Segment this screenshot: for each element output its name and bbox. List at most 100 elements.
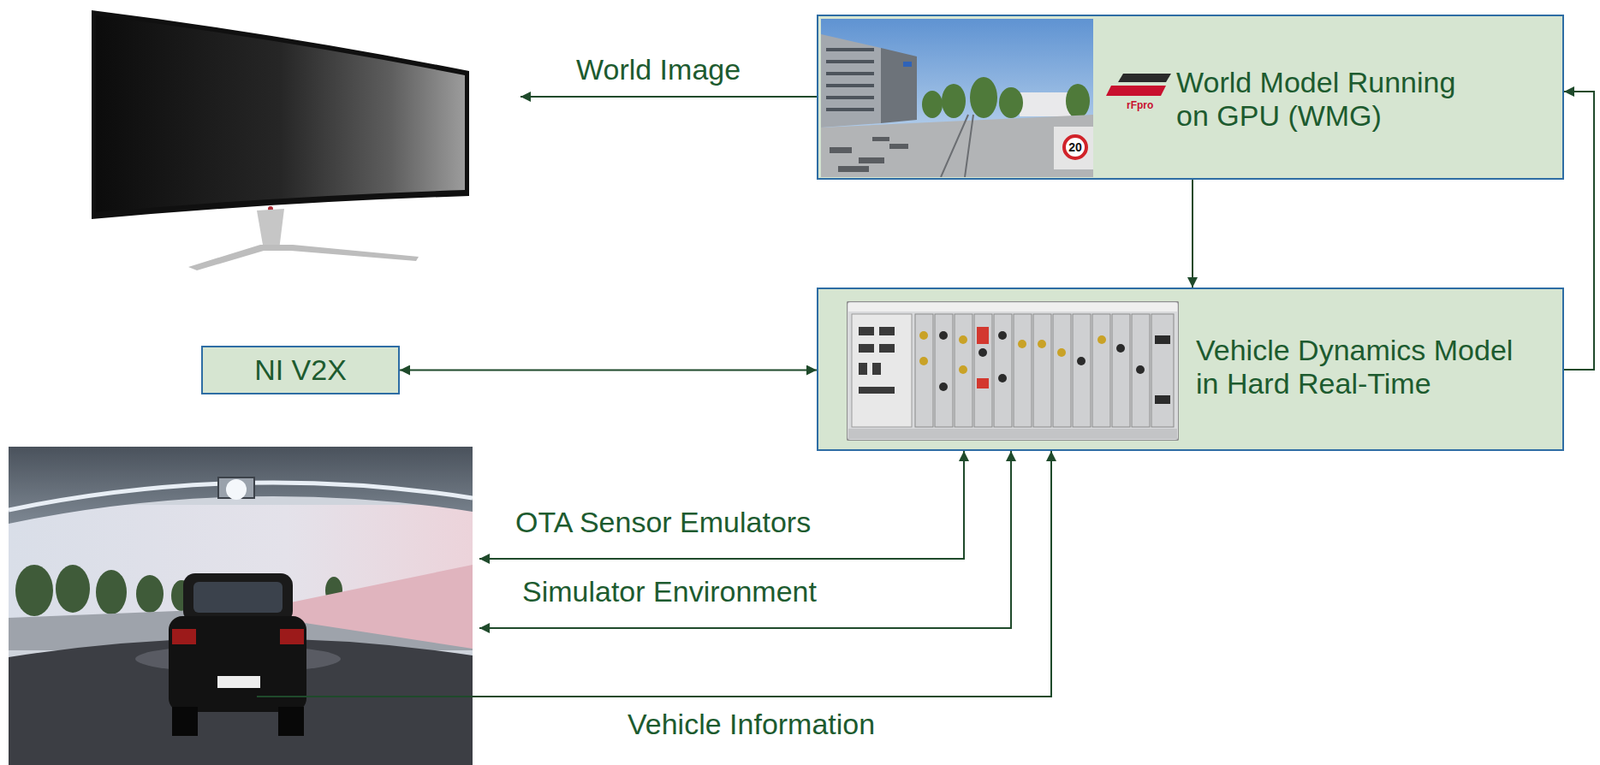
- world-screenshot-part: [1053, 126, 1094, 170]
- pxi-chassis-part: [851, 314, 912, 428]
- world-screenshot-part-part: [826, 95, 875, 100]
- rfpro-logo-part: [1106, 85, 1166, 96]
- node-text: Vehicle Dynamics Model in Hard Real-Time: [1195, 333, 1530, 401]
- simulator-photo-part: [8, 446, 473, 524]
- pxi-chassis-part: [848, 428, 1178, 440]
- pxi-chassis-part-part: [1013, 314, 1032, 428]
- pxi-chassis-part-part: [978, 348, 988, 357]
- pxi-chassis-part-part: [1037, 339, 1047, 349]
- pxi-chassis-part-part: [976, 378, 989, 389]
- connector-arrow: [1564, 91, 1595, 370]
- device-box: NI V2X: [201, 345, 400, 395]
- pxi-chassis-part-part: [1136, 365, 1145, 375]
- logo-text: rFpro: [1126, 99, 1154, 112]
- connector-arrow: [399, 369, 817, 372]
- simulator-photo-part-part: [55, 565, 90, 613]
- pxi-chassis-part-part: [858, 344, 875, 353]
- pxi-chassis-part: [846, 301, 1179, 441]
- signal-label: World Image: [576, 52, 741, 87]
- signal-label: OTA Sensor Emulators: [515, 505, 811, 540]
- pxi-chassis-part-part: [1076, 356, 1086, 366]
- world-screenshot-part-part: [921, 90, 943, 119]
- simulator-photo-part: [8, 446, 473, 765]
- world-screenshot-part-part: [826, 59, 875, 64]
- pxi-chassis-part-part: [1116, 344, 1125, 353]
- rfpro-logo: [1104, 71, 1173, 100]
- signal-lines-part: [479, 451, 964, 560]
- world-screenshot-part: [903, 61, 912, 67]
- world-screenshot: [820, 18, 1094, 178]
- pxi-chassis-part: [858, 327, 895, 394]
- speed-sign-number: 20: [1068, 139, 1083, 155]
- pxi-chassis-part-part: [1112, 314, 1131, 428]
- pxi-chassis-part-part: [858, 327, 875, 336]
- rfpro-logo-part: [1118, 73, 1172, 83]
- pxi-chassis-part-part: [919, 356, 928, 366]
- pxi-chassis-part-part: [958, 365, 968, 375]
- pxi-chassis-part-part: [934, 314, 953, 428]
- pxi-chassis-part-part: [1092, 314, 1111, 428]
- simulator-photo-part: [172, 629, 197, 645]
- world-screenshot-part-part: [872, 136, 890, 142]
- simulator-photo-part: [168, 616, 307, 713]
- world-screenshot-part: [826, 47, 875, 112]
- pxi-chassis-part-part: [879, 344, 895, 353]
- node-text: World Model Running on GPU (WMG): [1176, 65, 1472, 133]
- pxi-chassis-part: [976, 327, 989, 389]
- simulator-photo-part: [217, 676, 261, 689]
- simulator-photo-part: [172, 707, 198, 737]
- monitor-illustration-part: [188, 244, 419, 271]
- world-screenshot-part: [820, 18, 1094, 178]
- pxi-chassis-part-part: [1154, 335, 1171, 345]
- world-screenshot-part-part: [858, 157, 885, 164]
- world-screenshot-part-part: [829, 147, 852, 154]
- pxi-chassis-part-part: [998, 374, 1007, 383]
- pxi-chassis-part: [919, 331, 1107, 375]
- model-box: Vehicle Dynamics Model in Hard Real-Time: [816, 287, 1565, 452]
- world-screenshot-part-part: [969, 77, 998, 119]
- pxi-chassis-part: [939, 331, 1171, 405]
- pxi-chassis-part-part: [974, 314, 993, 428]
- signal-label: Vehicle Information: [627, 707, 875, 742]
- node-text: NI V2X: [254, 353, 347, 387]
- connector-arrow: [1191, 179, 1194, 288]
- pxi-chassis-part-part: [1033, 314, 1052, 428]
- signal-lines: [256, 96, 1052, 697]
- world-screenshot-part: [829, 136, 909, 173]
- monitor-illustration-part: [95, 15, 465, 213]
- pxi-chassis-part-part: [919, 331, 928, 340]
- monitor-illustration: [91, 10, 470, 271]
- model-box: World Model Running on GPU (WMG): [816, 14, 1565, 180]
- simulator-photo-part: [278, 707, 304, 737]
- world-screenshot-part-part: [889, 143, 909, 149]
- simulator-photo-part: [279, 629, 304, 645]
- pxi-chassis-part-part: [998, 331, 1007, 340]
- world-screenshot-part-part: [826, 83, 875, 88]
- monitor-illustration-part: [256, 208, 285, 250]
- world-screenshot-part-part: [1065, 83, 1090, 119]
- pxi-chassis-part-part: [958, 335, 968, 345]
- pxi-chassis-part-part: [976, 327, 989, 345]
- pxi-chassis-part-part: [939, 331, 948, 340]
- pxi-chassis-part: [848, 303, 1178, 312]
- pxi-chassis-part-part: [1072, 314, 1091, 428]
- simulator-photo-part: [183, 573, 293, 624]
- pxi-chassis-part-part: [1057, 348, 1066, 357]
- simulator-photo-part: [193, 582, 283, 613]
- pxi-chassis-part-part: [1052, 314, 1071, 428]
- world-screenshot-part-part: [826, 47, 875, 52]
- world-screenshot-part: [940, 114, 974, 178]
- simulator-photo-part: [282, 565, 473, 649]
- pxi-chassis-part-part: [1017, 339, 1027, 349]
- pxi-chassis-part-part: [954, 314, 973, 428]
- world-screenshot-part-part: [941, 83, 966, 119]
- world-screenshot-part: [1019, 92, 1071, 117]
- simulator-photo-part-part: [136, 575, 164, 613]
- simulator-photo-part-part: [95, 570, 127, 615]
- pxi-chassis-part-part: [915, 314, 934, 428]
- pxi-chassis-part-part: [879, 327, 895, 336]
- pxi-chassis-part-part: [1151, 314, 1174, 428]
- pxi-chassis-part-part: [1097, 335, 1107, 345]
